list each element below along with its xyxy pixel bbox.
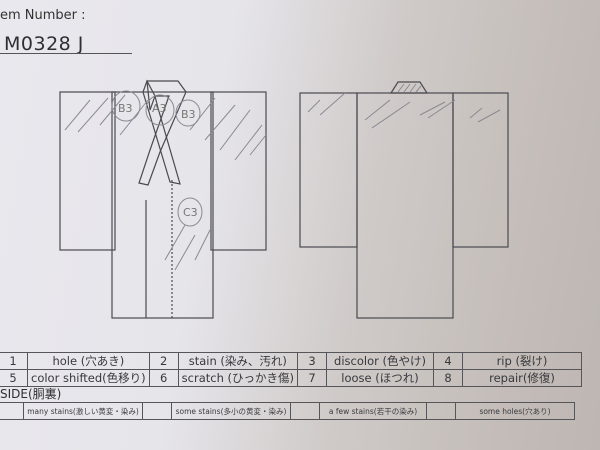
item-number-underline — [0, 53, 132, 54]
inside-mark — [426, 402, 456, 420]
inside-label: some holes(穴あり) — [455, 402, 575, 420]
legend-label: hole (穴あき) — [27, 352, 150, 370]
annotation-c3: C3 — [183, 206, 198, 219]
inside-mark — [0, 402, 24, 420]
annotation-a3: A3 — [152, 102, 167, 115]
legend-num: 6 — [148, 369, 179, 387]
legend-label: color shifted(色移り) — [27, 369, 150, 387]
inside-condition-table: many stains(激しい黄変・染み) some stains(多小の黄変・… — [0, 402, 575, 420]
inside-label: a few stains(若干の染み) — [319, 402, 427, 420]
front-sketch-marks: B3 A3 B3 C3 — [64, 90, 267, 271]
front-outline — [59, 79, 267, 319]
inside-mark — [290, 402, 320, 420]
kimono-front-diagram: B3 A3 B3 C3 — [59, 79, 509, 319]
annotation-b3-right: B3 — [181, 108, 196, 121]
inside-mark — [142, 402, 172, 420]
legend-num: 8 — [433, 369, 463, 387]
legend-label: scratch (ひっかき傷) — [177, 369, 299, 387]
damage-legend-table: 1 hole (穴あき) 2 stain (染み、汚れ) 3 discolor … — [0, 352, 582, 387]
annotation-b3-left: B3 — [118, 102, 133, 115]
back-outline — [299, 81, 509, 319]
legend-num: 4 — [433, 352, 463, 370]
legend-label: stain (染み、汚れ) — [177, 352, 299, 370]
legend-num: 2 — [148, 352, 179, 370]
legend-num: 7 — [297, 369, 327, 387]
inside-label: some stains(多小の黄変・染み) — [171, 402, 291, 420]
inside-row: many stains(激しい黄変・染み) some stains(多小の黄変・… — [0, 402, 575, 420]
legend-num: 3 — [297, 352, 327, 370]
item-number-value: M0328 J — [4, 33, 84, 55]
inside-section-title: SIDE(胴裏) — [0, 387, 62, 401]
legend-num: 1 — [0, 352, 28, 370]
legend-label: discolor (色やけ) — [326, 352, 434, 370]
item-number-label: em Number : — [0, 8, 86, 23]
legend-label: repair(修復) — [462, 369, 582, 387]
legend-label: rip (裂け) — [462, 352, 582, 370]
legend-num: 5 — [0, 369, 28, 387]
inside-label: many stains(激しい黄変・染み) — [23, 402, 143, 420]
back-sketch-marks — [307, 83, 501, 129]
legend-label: loose (ほつれ) — [326, 369, 434, 387]
legend-row: 1 hole (穴あき) 2 stain (染み、汚れ) 3 discolor … — [0, 352, 582, 370]
legend-row: 5 color shifted(色移り) 6 scratch (ひっかき傷) 7… — [0, 369, 582, 387]
